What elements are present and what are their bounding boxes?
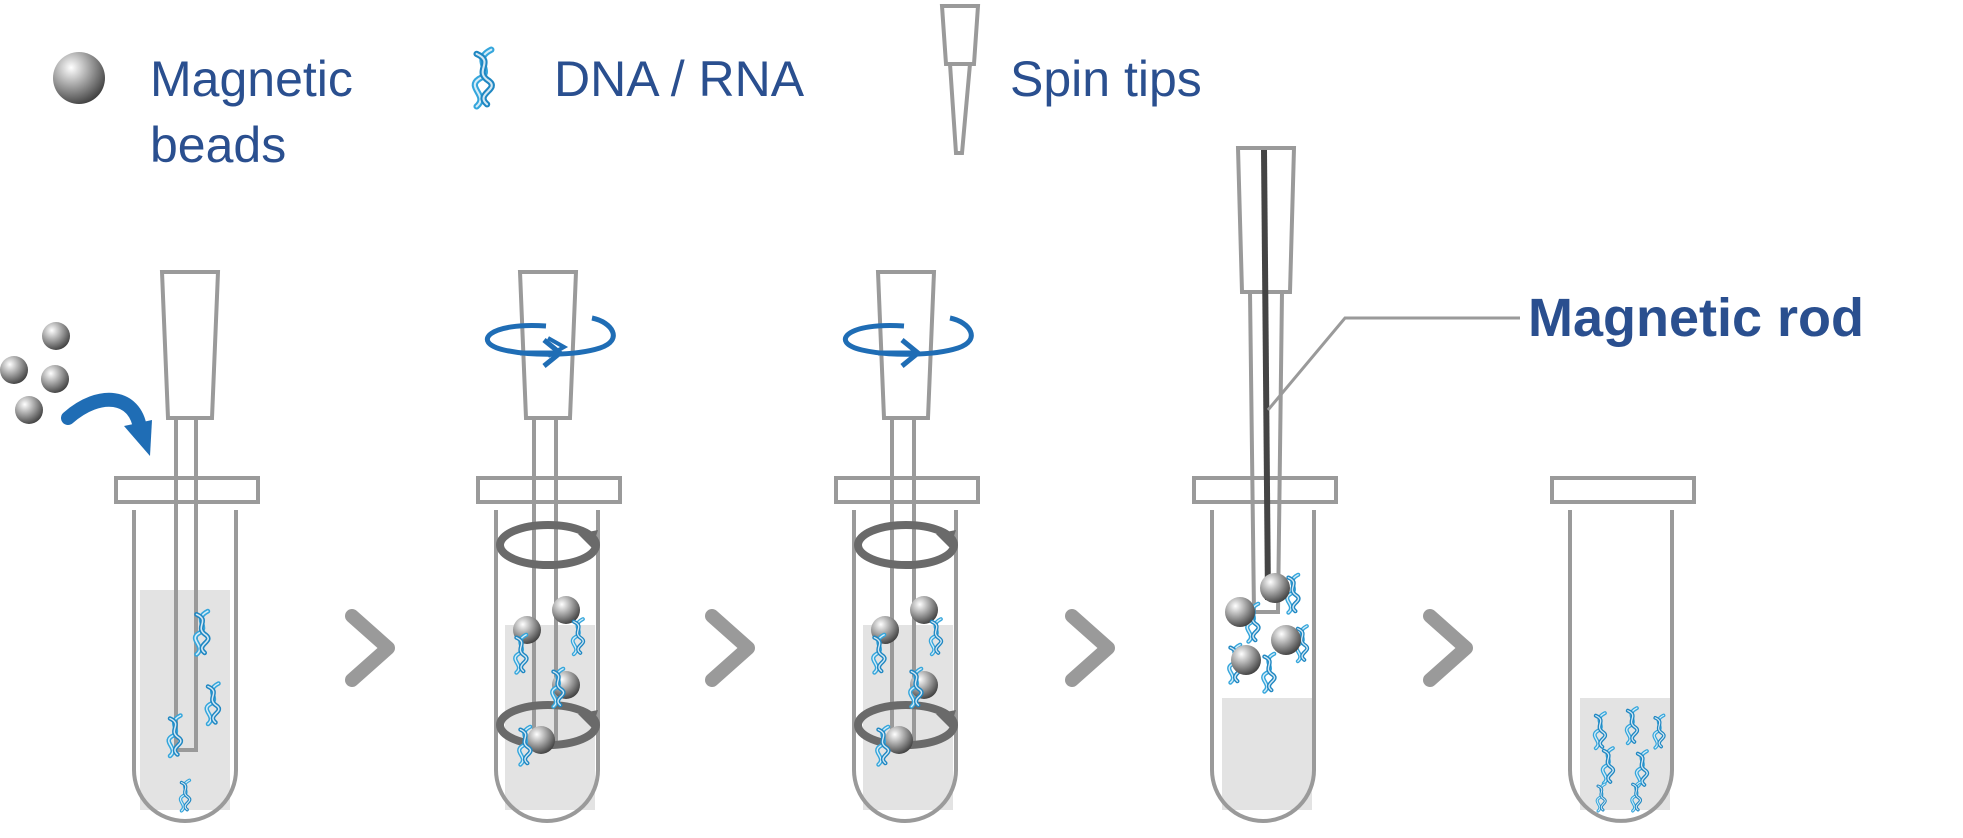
tube-2 (476, 270, 622, 823)
spin-tip-icon (939, 4, 981, 155)
chevron-right-icon (712, 616, 748, 680)
rotation-arrow-icon (484, 315, 616, 368)
magnetic-rod-label: Magnetic rod (1528, 288, 1865, 348)
bead-icon (53, 52, 105, 104)
incoming-beads (0, 322, 70, 424)
legend-beads-label-line2: beads (150, 117, 287, 173)
tube-4 (1192, 146, 1338, 823)
legend-beads-label-line1: Magnetic (150, 51, 353, 107)
captured-beads (1225, 573, 1307, 692)
chevron-right-icon (1430, 616, 1466, 680)
chevron-right-icon (352, 616, 388, 680)
legend-dna-label: DNA / RNA (554, 51, 805, 107)
tube-3 (834, 270, 980, 823)
magnetic-rod-icon (1261, 149, 1271, 601)
rotation-arrow-icon (842, 315, 974, 368)
chevron-right-icon (1072, 616, 1108, 680)
tube-1 (114, 270, 260, 823)
rod-leader-line (1266, 316, 1520, 411)
legend-spin-tips-label: Spin tips (1010, 51, 1202, 107)
tube-5 (1550, 476, 1696, 823)
add-beads-arrow-icon (61, 392, 152, 456)
dna-icon (475, 50, 492, 107)
